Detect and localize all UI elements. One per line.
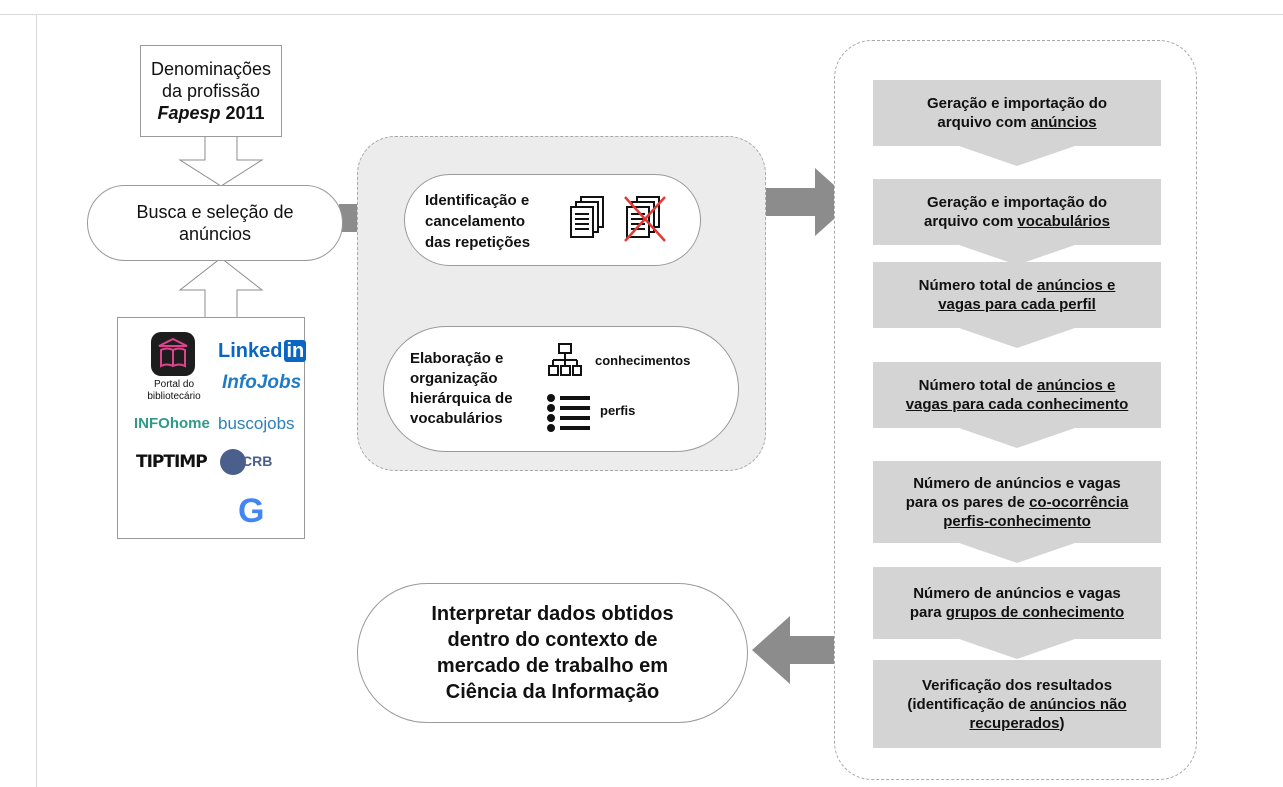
portal-logo-icon: [151, 332, 195, 376]
search-line2: anúncios: [178, 224, 252, 244]
vocab-line4: vocabulários: [410, 410, 503, 427]
interpret-pill: Interpretar dados obtidos dentro do cont…: [357, 583, 748, 723]
step-5-line2-underlined: co-ocorrência: [1029, 493, 1129, 511]
interpret-line3: mercado de trabalho em: [436, 655, 669, 677]
step-1-arrow-tip: [959, 146, 1075, 166]
documents-icons: [570, 196, 666, 242]
source-box: Denominações da profissão Fapesp 2011: [140, 45, 282, 137]
interpret-line1: Interpretar dados obtidos: [431, 603, 674, 625]
step-4-line1-underlined: anúncios e: [1037, 377, 1116, 394]
step-5-arrow-tip: [959, 543, 1075, 563]
step-2-arrow-tip: [959, 245, 1075, 265]
buscojobs-logo: buscojobs: [218, 414, 295, 433]
source-line2: da profissão: [161, 81, 261, 101]
documents-icon: [570, 196, 604, 238]
source-line1: Denominações: [150, 59, 272, 79]
arrow-source-to-search: [178, 135, 264, 187]
vocab-line1: Elaboração e: [410, 350, 504, 367]
step-7-line2-underlined: anúncios não: [1029, 695, 1127, 713]
step-7: Verificação dos resultados (identificaçã…: [873, 660, 1161, 748]
step-6-body: Número de anúncios e vagas para grupos d…: [873, 567, 1161, 639]
vocab-pill: Elaboração e organização hierárquica de …: [383, 326, 739, 452]
step-2-underlined: vocabulários: [1017, 213, 1110, 230]
crb-logo: CRB: [242, 453, 273, 469]
step-2-body: Geração e importação do arquivo com voca…: [873, 179, 1161, 245]
linkedin-text: Linked: [218, 340, 283, 362]
list-icon: [547, 394, 590, 432]
portal-label: Portal do bibliotecário: [138, 379, 210, 403]
vocab-text: Elaboração e organização hierárquica de …: [410, 349, 513, 429]
search-pill: Busca e seleção de anúncios: [87, 185, 343, 261]
frame-left-line: [36, 14, 37, 787]
step-7-closing: ): [1059, 714, 1065, 732]
step-7-underlined: recuperados: [969, 714, 1060, 732]
step-5-underlined: perfis-conhecimento: [943, 512, 1091, 530]
google-logo: G: [238, 492, 265, 530]
vocab-line2: organização: [410, 370, 498, 387]
vocab-line3: hierárquica de: [410, 390, 513, 407]
step-4-underlined: vagas para cada conhecimento: [905, 396, 1129, 413]
step-3-arrow-tip: [959, 328, 1075, 348]
step-3-line1: Número total de: [918, 277, 1037, 294]
dedup-line1: Identificação e: [425, 192, 530, 209]
step-5-line1: Número de anúncios e vagas: [913, 474, 1121, 492]
step-6-arrow-tip: [959, 639, 1075, 659]
step-3-line1-underlined: anúncios e: [1037, 277, 1116, 294]
dedup-line2: cancelamento: [425, 213, 526, 230]
arrow-panel-to-steps: [754, 168, 853, 236]
step-2: Geração e importação do arquivo com voca…: [873, 179, 1161, 265]
source-line3: Fapesp 2011: [157, 102, 264, 124]
interpret-line4: Ciência da Informação: [445, 681, 660, 703]
arrow-steps-to-interpret: [752, 616, 841, 684]
arrow-logos-to-search: [178, 257, 264, 319]
portal-label-line2: bibliotecário: [147, 391, 201, 402]
step-3-body: Número total de anúncios e vagas para ca…: [873, 262, 1161, 328]
hierarchy-icon: [548, 343, 582, 376]
knowledge-label: conhecimentos: [595, 353, 691, 368]
step-1: Geração e importação do arquivo com anún…: [873, 80, 1161, 166]
crb-globe-icon: [220, 449, 246, 475]
source-year: 2011: [220, 103, 265, 123]
book-icon: [158, 337, 188, 368]
step-5-body: Número de anúncios e vagas para os pares…: [873, 461, 1161, 543]
documents-crossed-icon: [624, 196, 666, 242]
step-5-line2: para os pares de: [905, 493, 1030, 511]
step-4-body: Número total de anúncios e vagas para ca…: [873, 362, 1161, 428]
step-6-line1: Número de anúncios e vagas: [913, 585, 1121, 602]
portal-label-line1: Portal do: [153, 379, 195, 390]
dedup-text: Identificação e cancelamento das repetiç…: [425, 190, 530, 253]
profiles-label: perfis: [600, 403, 636, 418]
step-1-underlined: anúncios: [1030, 114, 1097, 131]
step-4-line1: Número total de: [918, 377, 1037, 394]
step-3-underlined: vagas para cada perfil: [938, 296, 1096, 313]
infohome-logo: INFOhome: [134, 415, 210, 432]
source-fapesp: Fapesp: [157, 103, 221, 123]
step-5: Número de anúncios e vagas para os pares…: [873, 461, 1161, 563]
step-6: Número de anúncios e vagas para grupos d…: [873, 567, 1161, 659]
linkedin-in-badge: in: [284, 340, 307, 362]
infojobs-logo: InfoJobs: [222, 372, 302, 393]
dedup-line3: das repetições: [425, 234, 531, 251]
interpret-line2: dentro do contexto de: [447, 629, 658, 651]
step-3: Número total de anúncios e vagas para ca…: [873, 262, 1161, 348]
step-2-line1: Geração e importação do: [926, 194, 1108, 211]
frame-top-line: [0, 14, 1283, 15]
step-4: Número total de anúncios e vagas para ca…: [873, 362, 1161, 448]
tiptimp-logo: TIPTIMP: [136, 452, 208, 472]
step-6-underlined: grupos de conhecimento: [945, 604, 1125, 621]
step-1-line2: arquivo com: [937, 114, 1031, 131]
step-6-line2: para: [909, 604, 946, 621]
dedup-pill: Identificação e cancelamento das repetiç…: [404, 174, 701, 266]
step-4-arrow-tip: [959, 428, 1075, 448]
step-7-line1: Verificação dos resultados: [921, 676, 1113, 694]
search-line1: Busca e seleção de: [136, 202, 294, 222]
step-2-line2: arquivo com: [924, 213, 1018, 230]
step-1-body: Geração e importação do arquivo com anún…: [873, 80, 1161, 146]
step-7-body: Verificação dos resultados (identificaçã…: [873, 660, 1161, 748]
step-1-line1: Geração e importação do: [926, 95, 1108, 112]
step-7-line2: (identificação de: [907, 695, 1030, 713]
